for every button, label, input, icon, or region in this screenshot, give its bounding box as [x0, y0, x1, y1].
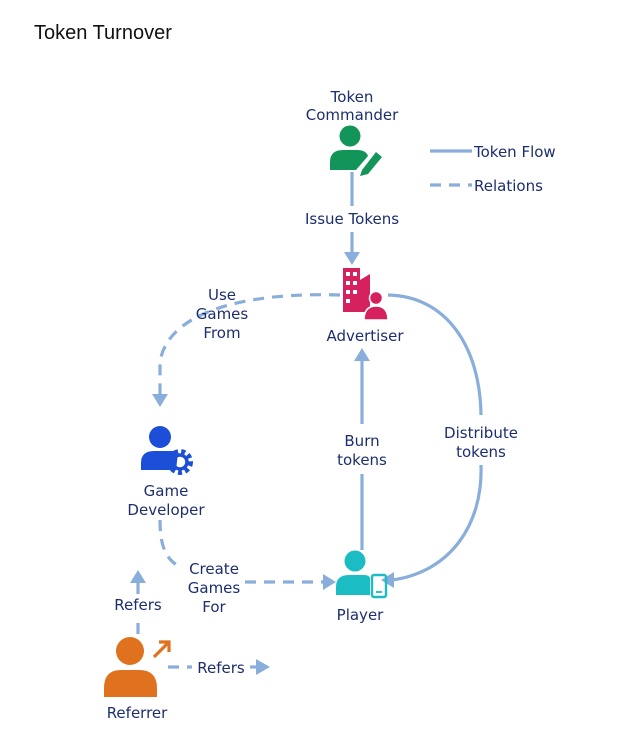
edge-label-distribute-1: Distribute: [444, 424, 518, 442]
node-player: Player: [336, 550, 388, 624]
node-label-commander-1: Token: [330, 88, 374, 106]
node-game-developer: Game Developer: [127, 426, 205, 519]
building-person-icon: [343, 268, 389, 321]
arrowhead-icon: [354, 348, 370, 361]
node-label-advertiser: Advertiser: [326, 327, 404, 345]
edge-refers-right: Refers: [168, 659, 270, 677]
legend: Token Flow Relations: [430, 143, 556, 195]
edge-refers-up: Refers: [114, 570, 162, 634]
arrowhead-icon: [152, 394, 168, 407]
person-phone-icon: [336, 550, 388, 599]
node-label-referrer: Referrer: [107, 704, 168, 722]
arrowhead-icon: [344, 252, 360, 265]
legend-flow-label: Token Flow: [473, 143, 556, 161]
edge-label-use-games-3: From: [203, 324, 240, 342]
edge-label-create-1: Create: [189, 560, 239, 578]
node-referrer: Referrer: [104, 637, 171, 722]
node-label-commander-2: Commander: [306, 106, 399, 124]
edge-label-burn-1: Burn: [344, 432, 379, 450]
edge-label-use-games-1: Use: [208, 286, 236, 304]
edge-burn-tokens: Burn tokens: [337, 348, 387, 550]
edge-label-refers-up: Refers: [114, 596, 162, 614]
edge-create-games-for: Create Games For: [158, 519, 336, 616]
edge-label-burn-2: tokens: [337, 451, 387, 469]
node-label-developer-2: Developer: [127, 501, 205, 519]
edge-label-refers-right: Refers: [197, 659, 245, 677]
person-gear-icon: [141, 426, 193, 475]
arrowhead-icon: [381, 572, 394, 588]
page-title: Token Turnover: [34, 22, 172, 44]
edge-issue-tokens: Issue Tokens: [305, 172, 399, 265]
arrowhead-icon: [256, 659, 270, 675]
edge-label-issue-tokens: Issue Tokens: [305, 210, 399, 228]
edge-label-create-3: For: [202, 598, 226, 616]
person-pen-icon: [330, 125, 382, 176]
edge-label-distribute-2: tokens: [456, 443, 506, 461]
node-label-player: Player: [337, 606, 385, 624]
edge-distribute-tokens: Distribute tokens: [381, 293, 518, 588]
node-label-developer-1: Game: [144, 482, 189, 500]
legend-relations-label: Relations: [474, 177, 543, 195]
node-advertiser: Advertiser: [326, 268, 404, 345]
arrowhead-icon: [130, 570, 146, 583]
edge-use-games-from: Use Games From: [152, 286, 341, 407]
edge-label-use-games-2: Games: [196, 305, 249, 323]
node-token-commander: Token Commander: [306, 88, 399, 176]
person-arrow-icon: [104, 637, 171, 697]
arrowhead-icon: [323, 574, 336, 590]
edge-label-create-2: Games: [188, 579, 241, 597]
